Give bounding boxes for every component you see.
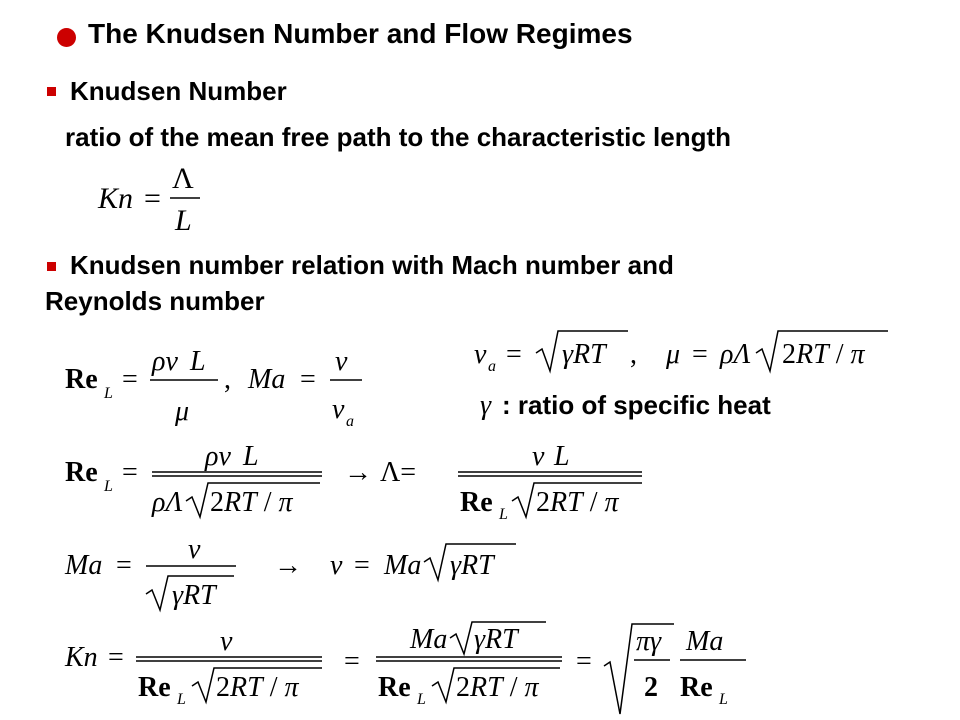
svg-text:L: L (189, 346, 206, 377)
svg-text:Ma: Ma (383, 550, 421, 581)
svg-text:Re: Re (65, 364, 98, 395)
svg-text:2RT / π: 2RT / π (210, 487, 293, 518)
svg-text:a: a (346, 413, 354, 430)
equation-reynolds-mach: Re L = ρν L μ , Ma = ν ν a (65, 346, 362, 430)
svg-text:2RT / π: 2RT / π (782, 339, 865, 370)
square-bullet-icon (47, 262, 56, 271)
section-heading-relation-line2: Reynolds number (45, 286, 265, 316)
knudsen-definition-text: ratio of the mean free path to the chara… (65, 122, 732, 152)
svg-text:=: = (122, 457, 138, 488)
svg-text:γRT: γRT (450, 550, 496, 581)
svg-text:Re: Re (65, 457, 98, 488)
equation-speed-viscosity: ν a = γRT , μ = ρΛ 2RT / π (474, 330, 888, 375)
svg-text:=: = (344, 646, 360, 677)
svg-text:Ma: Ma (64, 550, 102, 581)
svg-text:=: = (116, 550, 132, 581)
svg-text:Re: Re (138, 672, 171, 703)
svg-text:=: = (122, 364, 138, 395)
svg-text:,: , (630, 339, 637, 370)
square-bullet-icon (47, 87, 56, 96)
svg-text:=: = (300, 364, 316, 395)
svg-text:ρΛ: ρΛ (719, 339, 750, 370)
svg-text:2: 2 (644, 672, 658, 703)
svg-text:ρν: ρν (204, 441, 231, 472)
svg-text:2RT / π: 2RT / π (536, 487, 619, 518)
svg-text:Λ=: Λ= (380, 457, 416, 488)
svg-text:Ma: Ma (247, 364, 285, 395)
svg-text:μ: μ (665, 339, 680, 370)
svg-text:ν: ν (532, 441, 545, 472)
svg-text:ν: ν (474, 339, 487, 370)
equation-mean-free-path: Re L = ρν L ρΛ 2RT / π → Λ= ν L Re L 2RT… (65, 441, 642, 523)
svg-text:L: L (498, 506, 508, 523)
svg-text:ν: ν (188, 534, 201, 565)
svg-text:Ma: Ma (685, 626, 723, 657)
gamma-definition-text: : ratio of specific heat (502, 390, 771, 420)
svg-text:Ma: Ma (409, 624, 447, 655)
equation-knudsen-mach-reynolds: Kn = ν Re L 2RT / π = Ma γRT Re L 2RT / … (64, 621, 746, 715)
svg-text:ν: ν (330, 550, 343, 581)
svg-text:=: = (144, 182, 161, 215)
svg-text:=: = (506, 339, 522, 370)
svg-text:πγ: πγ (636, 626, 662, 657)
svg-text:ν: ν (332, 394, 345, 425)
svg-text:,: , (224, 364, 231, 395)
svg-text:L: L (416, 691, 426, 708)
svg-text:Re: Re (460, 487, 493, 518)
svg-text:L: L (174, 204, 192, 237)
svg-text:L: L (242, 441, 259, 472)
svg-text:ρΛ: ρΛ (151, 487, 182, 518)
slide-title: The Knudsen Number and Flow Regimes (88, 18, 633, 49)
svg-text:L: L (553, 441, 570, 472)
gamma-symbol: γ (480, 390, 492, 421)
svg-text:=: = (692, 339, 708, 370)
svg-text:γRT: γRT (562, 339, 608, 370)
svg-text:2RT / π: 2RT / π (216, 672, 299, 703)
svg-text:L: L (103, 385, 113, 402)
svg-text:ν: ν (220, 626, 233, 657)
svg-text:γRT: γRT (172, 580, 218, 611)
svg-text:ν: ν (335, 346, 348, 377)
svg-text:Kn: Kn (97, 182, 133, 215)
svg-text:=: = (576, 646, 592, 677)
svg-text:L: L (103, 478, 113, 495)
svg-text:Kn: Kn (64, 642, 98, 673)
svg-text:μ: μ (174, 396, 189, 427)
equation-kn-definition: Kn = Λ L (97, 162, 200, 237)
svg-text:→: → (274, 550, 302, 581)
svg-text:=: = (108, 642, 124, 673)
svg-text:→: → (344, 457, 372, 488)
svg-text:γ: γ (480, 390, 492, 421)
section-heading-knudsen-number: Knudsen Number (70, 76, 287, 106)
svg-text:ρν: ρν (151, 346, 178, 377)
svg-text:L: L (718, 691, 728, 708)
svg-text:a: a (488, 358, 496, 375)
svg-text:Re: Re (378, 672, 411, 703)
title-bullet-icon (57, 28, 76, 47)
equation-mach-speed: Ma = ν γRT → ν = Ma γRT (64, 534, 516, 613)
svg-text:γRT: γRT (474, 624, 520, 655)
section-heading-relation: Knudsen number relation with Mach number… (70, 250, 674, 280)
svg-text:L: L (176, 691, 186, 708)
svg-text:Re: Re (680, 672, 713, 703)
svg-text:Λ: Λ (172, 162, 194, 195)
svg-text:=: = (354, 550, 370, 581)
svg-text:2RT / π: 2RT / π (456, 672, 539, 703)
